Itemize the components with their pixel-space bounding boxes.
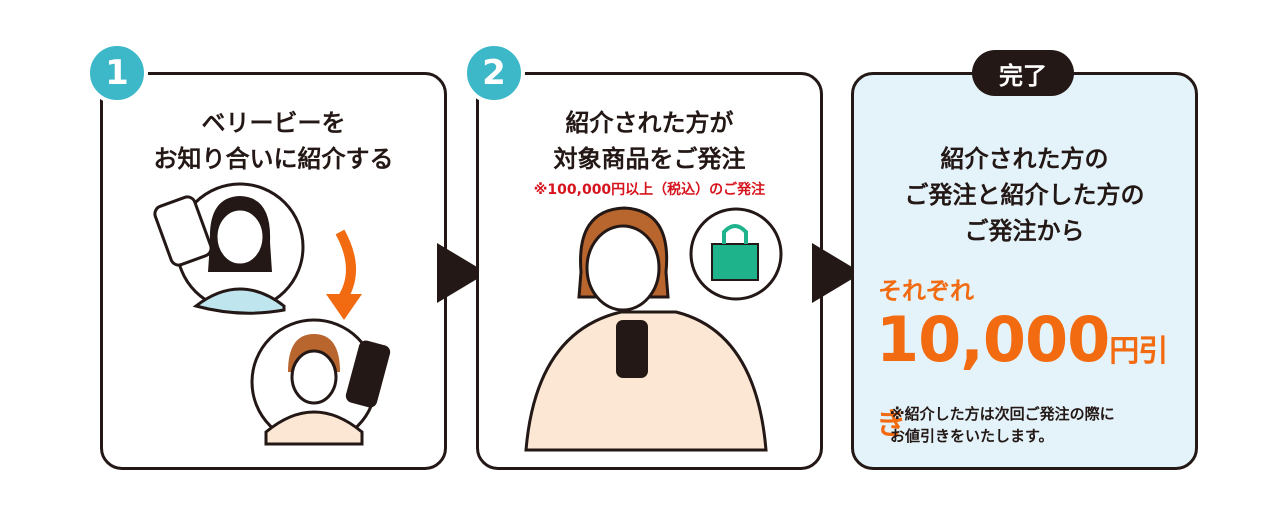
complete-badge: 完了 bbox=[972, 50, 1074, 96]
step2-card: 紹介された方が対象商品をご発注 ※100,000円以上（税込）のご発注 bbox=[476, 72, 823, 470]
step1-card: ベリービーをお知り合いに紹介する bbox=[100, 72, 447, 470]
step1-title: ベリービーをお知り合いに紹介する bbox=[153, 109, 394, 173]
referrer-illustration bbox=[153, 182, 391, 446]
step3-card: 紹介された方のご発注と紹介した方のご発注から それぞれ 10,000円引き ※紹… bbox=[851, 72, 1198, 470]
step2-badge: 2 bbox=[463, 42, 525, 104]
step3-title: 紹介された方のご発注と紹介した方のご発注から bbox=[904, 145, 1145, 245]
step2-title: 紹介された方が対象商品をご発注 bbox=[553, 109, 746, 173]
customer-illustration bbox=[524, 206, 783, 452]
step1-badge: 1 bbox=[86, 42, 148, 104]
step2-condition: ※100,000円以上（税込）のご発注 bbox=[533, 182, 766, 198]
each-label: それぞれ bbox=[878, 277, 974, 305]
step3-note: ※紹介した方は次回ご発注の際にお値引きをいたします。 bbox=[890, 405, 1115, 445]
discount-amount: 10,000円引き bbox=[876, 303, 1168, 442]
